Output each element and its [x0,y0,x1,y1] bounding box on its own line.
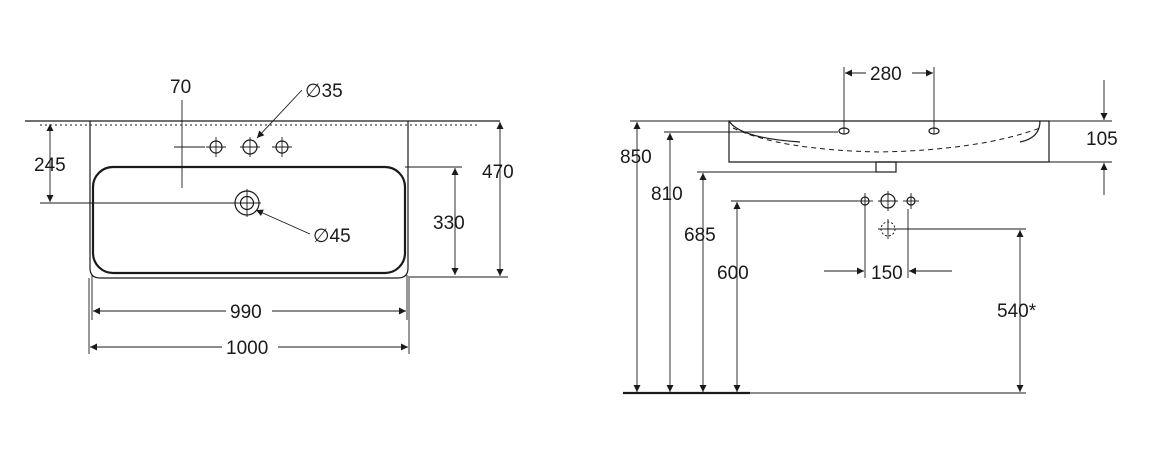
supply-connection-right [903,193,919,209]
basin-outline [89,121,409,279]
tap-hole-right [272,137,292,157]
dim-rim-height-label: 850 [620,147,652,168]
leader-drain-hole [255,209,311,235]
dim-supply-spacing-label: 150 [871,263,903,284]
dim-drain-hole-label: ∅45 [313,226,351,247]
leader-tap-hole [256,89,303,139]
dim-tap-offset-label: 70 [170,77,191,98]
dim-overall-depth-label: 470 [482,162,514,183]
dim-tap-hole-label: ∅35 [305,81,343,102]
basin-inner-right [1019,120,1041,143]
dim-basin-height-label: 105 [1086,129,1118,150]
top-view: 70 ∅35 245 ∅45 330 470 990 1000 [25,77,514,359]
dim-bowl-width-label: 990 [230,302,262,323]
dim-tap-to-drain-label: 245 [34,155,66,176]
waste-connection [878,219,898,239]
dim-supply-height-label: 600 [717,263,749,284]
bowl-hidden-line [732,127,1041,153]
dim-tap-spacing-label: 280 [870,64,902,85]
bowl-outline [91,165,407,275]
basin-inner-left [728,120,801,143]
side-view: 280 105 850 810 685 600 [620,64,1118,395]
dim-waste-height-label: 540* [997,301,1037,322]
dim-outlet-height-label: 685 [684,225,716,246]
supply-connection-center [878,191,898,211]
tap-hole-left [206,137,226,157]
dim-overflow-height-label: 810 [651,184,683,205]
dim-overall-width-label: 1000 [226,338,268,359]
outlet-stub [875,161,897,173]
dim-bowl-depth-label: 330 [433,213,465,234]
tap-hole-center [240,137,260,157]
supply-connection-left [857,193,873,209]
